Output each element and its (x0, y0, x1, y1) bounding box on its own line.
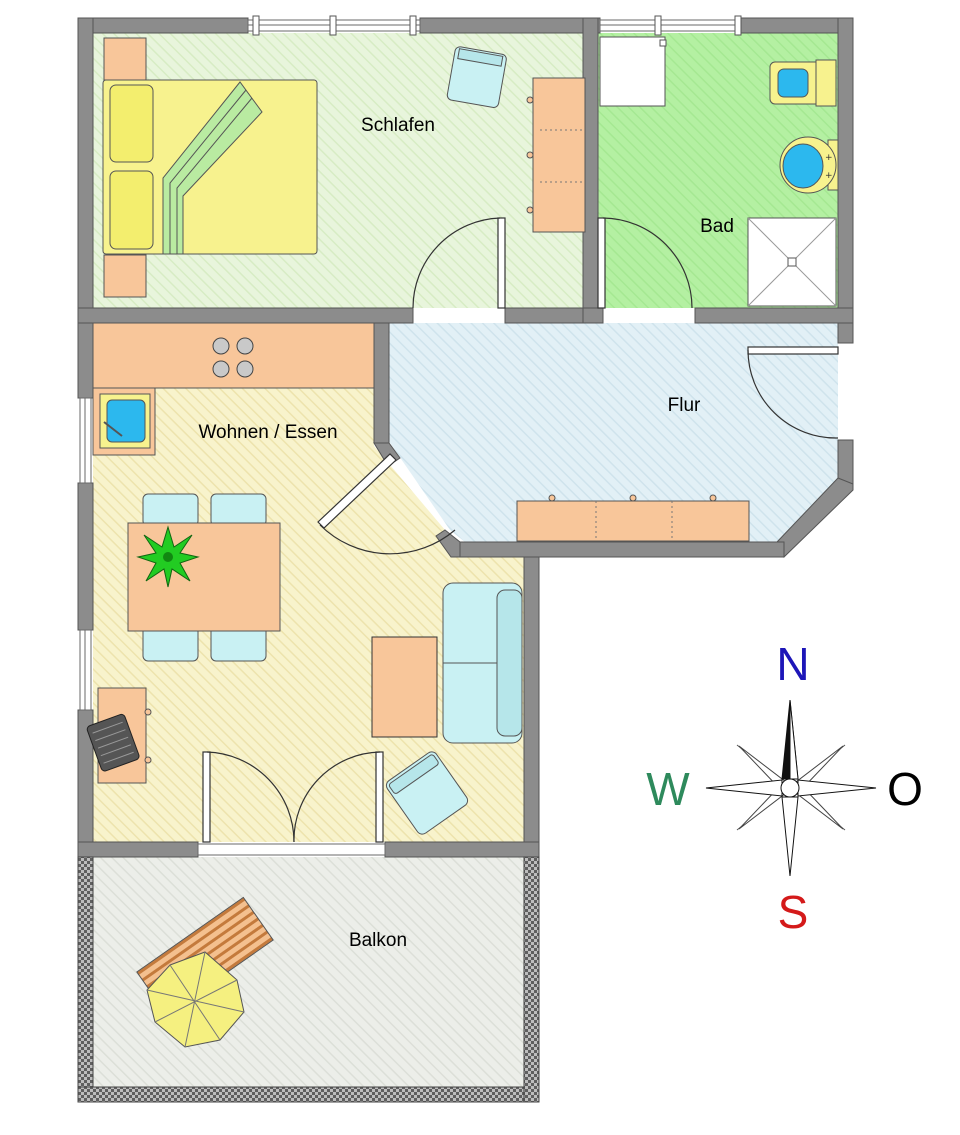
coffee-table (371, 636, 438, 738)
window-markers (252, 15, 742, 36)
room-label-wohnen-essen: Wohnen / Essen (198, 422, 337, 443)
hallway-cabinet (516, 494, 750, 542)
parasol-icon (146, 951, 245, 1048)
nightstand-top (103, 37, 147, 81)
armchair-wohnen (385, 751, 469, 835)
toilet (769, 59, 837, 107)
washbasin: + + (779, 136, 839, 194)
flur-floor (388, 323, 838, 542)
plant-icon (136, 525, 200, 588)
compass-rose (705, 699, 877, 877)
tv-icon (86, 713, 140, 772)
balkon-railing (77, 856, 540, 1103)
compass-west-label: W (646, 763, 690, 815)
svg-text:+: + (825, 171, 833, 181)
armchair-schlafen (446, 46, 507, 108)
room-label-schlafen: Schlafen (361, 115, 435, 136)
kitchen-sink (99, 393, 151, 449)
room-label-balkon: Balkon (349, 930, 407, 951)
doors (202, 217, 839, 843)
compass-east-label: O (887, 763, 923, 815)
svg-text:+: + (825, 153, 833, 163)
sofa (442, 582, 523, 744)
stove (212, 337, 254, 378)
compass-north-label: N (776, 638, 809, 690)
walls (77, 17, 854, 859)
wardrobe-schlafen (526, 77, 586, 233)
compass-south-label: S (778, 886, 809, 938)
shower (747, 217, 837, 307)
nightstand-bottom (103, 254, 147, 298)
bed (102, 79, 318, 255)
room-label-bad: Bad (700, 216, 734, 237)
washing-machine (599, 36, 666, 107)
room-label-flur: Flur (668, 395, 701, 416)
